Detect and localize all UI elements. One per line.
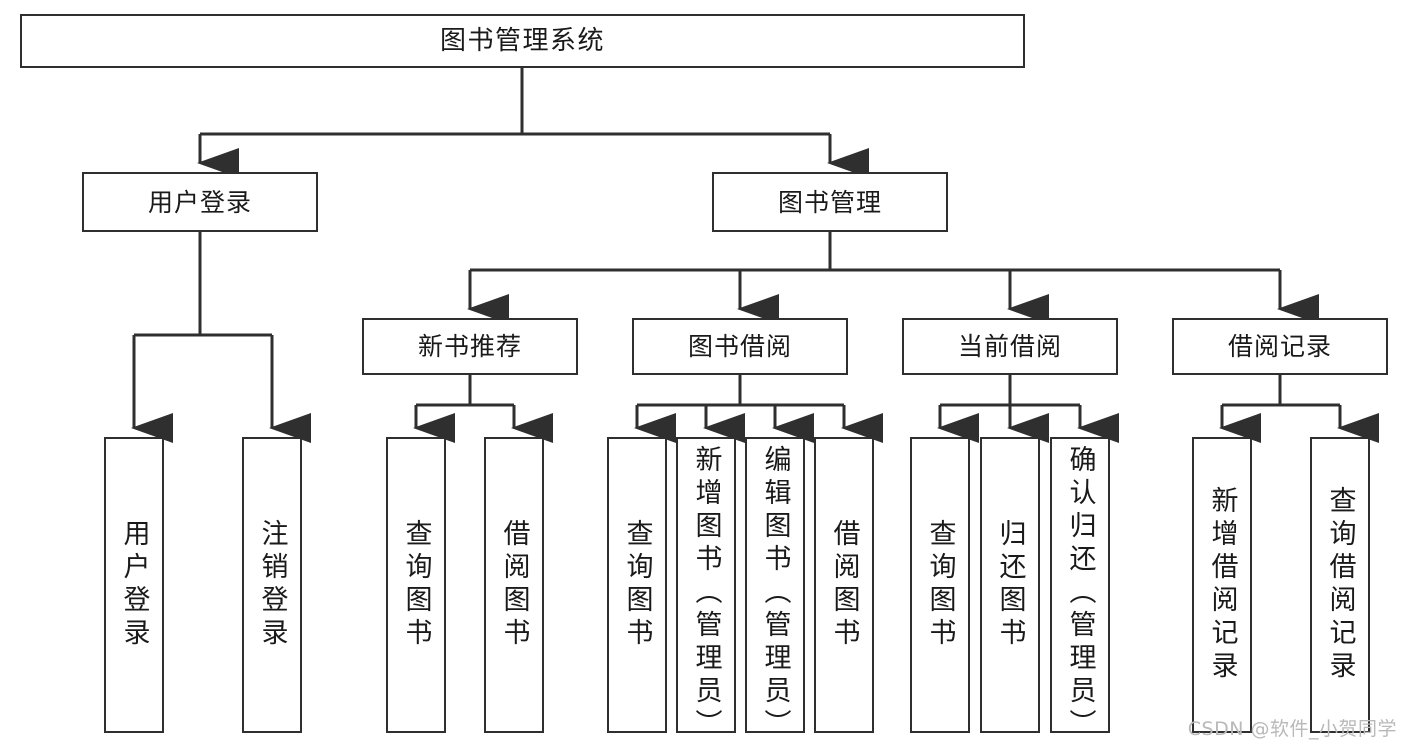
node-label: 查询图书 <box>400 519 432 651</box>
node-label: 新增借阅记录 <box>1206 486 1238 684</box>
node-book-management[interactable]: 图书管理 <box>712 172 948 232</box>
node-new-book-recommend[interactable]: 新书推荐 <box>362 318 578 375</box>
node-label: 借阅图书 <box>498 519 530 651</box>
leaf-book-borrow-add-book-admin[interactable]: 新增图书（管理员） <box>676 437 736 742</box>
node-label: 注销登录 <box>256 519 288 651</box>
leaf-book-borrow-borrow-book[interactable]: 借阅图书 <box>814 437 874 733</box>
node-user-login[interactable]: 用户登录 <box>82 172 318 232</box>
leaf-book-borrow-edit-book-admin[interactable]: 编辑图书（管理员） <box>745 437 805 742</box>
node-label: 用户登录 <box>147 187 252 217</box>
leaf-user-login-login[interactable]: 用户登录 <box>104 437 164 733</box>
leaf-user-login-logout[interactable]: 注销登录 <box>242 437 302 733</box>
node-label: 查询图书 <box>924 519 956 651</box>
leaf-current-borrow-confirm-return-admin[interactable]: 确认归还（管理员） <box>1050 437 1110 742</box>
node-label: 归还图书 <box>994 519 1026 651</box>
node-current-borrow[interactable]: 当前借阅 <box>902 318 1118 375</box>
csdn-watermark: CSDN @软件_小贺同学 <box>1187 718 1397 740</box>
node-label: 当前借阅 <box>957 332 1062 361</box>
node-root-system[interactable]: 图书管理系统 <box>20 14 1025 68</box>
node-label: 图书管理系统 <box>439 25 605 56</box>
leaf-new-book-query-book[interactable]: 查询图书 <box>386 437 446 733</box>
leaf-borrow-record-query-record[interactable]: 查询借阅记录 <box>1310 437 1370 733</box>
leaf-new-book-borrow-book[interactable]: 借阅图书 <box>484 437 544 733</box>
node-label: 新书推荐 <box>417 332 522 361</box>
node-book-borrow[interactable]: 图书借阅 <box>632 318 848 375</box>
node-label: 借阅记录 <box>1227 332 1332 361</box>
node-label: 用户登录 <box>118 519 150 651</box>
leaf-borrow-record-add-record[interactable]: 新增借阅记录 <box>1192 437 1252 733</box>
node-label: 图书借阅 <box>687 332 792 361</box>
leaf-book-borrow-query-book[interactable]: 查询图书 <box>607 437 667 733</box>
leaf-current-borrow-query-book[interactable]: 查询图书 <box>910 437 970 733</box>
node-label: 编辑图书（管理员） <box>759 445 791 742</box>
node-label: 图书管理 <box>777 187 882 217</box>
node-label: 新增图书（管理员） <box>690 445 722 742</box>
leaf-current-borrow-return-book[interactable]: 归还图书 <box>980 437 1040 733</box>
node-label: 查询借阅记录 <box>1324 486 1356 684</box>
node-label: 确认归还（管理员） <box>1064 445 1096 742</box>
node-label: 借阅图书 <box>828 519 860 651</box>
node-borrow-record[interactable]: 借阅记录 <box>1172 318 1388 375</box>
node-label: 查询图书 <box>621 519 653 651</box>
